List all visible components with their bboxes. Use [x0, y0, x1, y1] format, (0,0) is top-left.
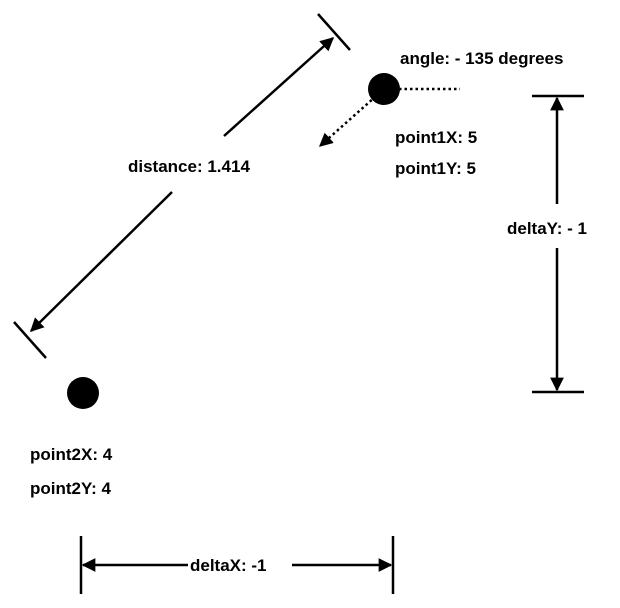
- distance-label: distance: 1.414: [128, 157, 250, 176]
- distance-end-tick-top: [317, 13, 351, 51]
- point2-dot: [67, 377, 99, 409]
- point2y-label: point2Y: 4: [30, 479, 111, 498]
- point1x-label: point1X: 5: [395, 128, 477, 147]
- point2x-label: point2X: 4: [30, 445, 113, 464]
- distance-arrow-upper: [223, 37, 335, 137]
- deltax-label: deltaX: -1: [190, 556, 267, 575]
- angle-label: angle: - 135 degrees: [400, 49, 563, 68]
- point1y-label: point1Y: 5: [395, 159, 476, 178]
- distance-arrow-lower: [30, 191, 173, 332]
- distance-end-tick-bottom: [13, 321, 47, 359]
- deltay-label: deltaY: - 1: [507, 219, 587, 238]
- angle-direction-arrow: [318, 88, 385, 147]
